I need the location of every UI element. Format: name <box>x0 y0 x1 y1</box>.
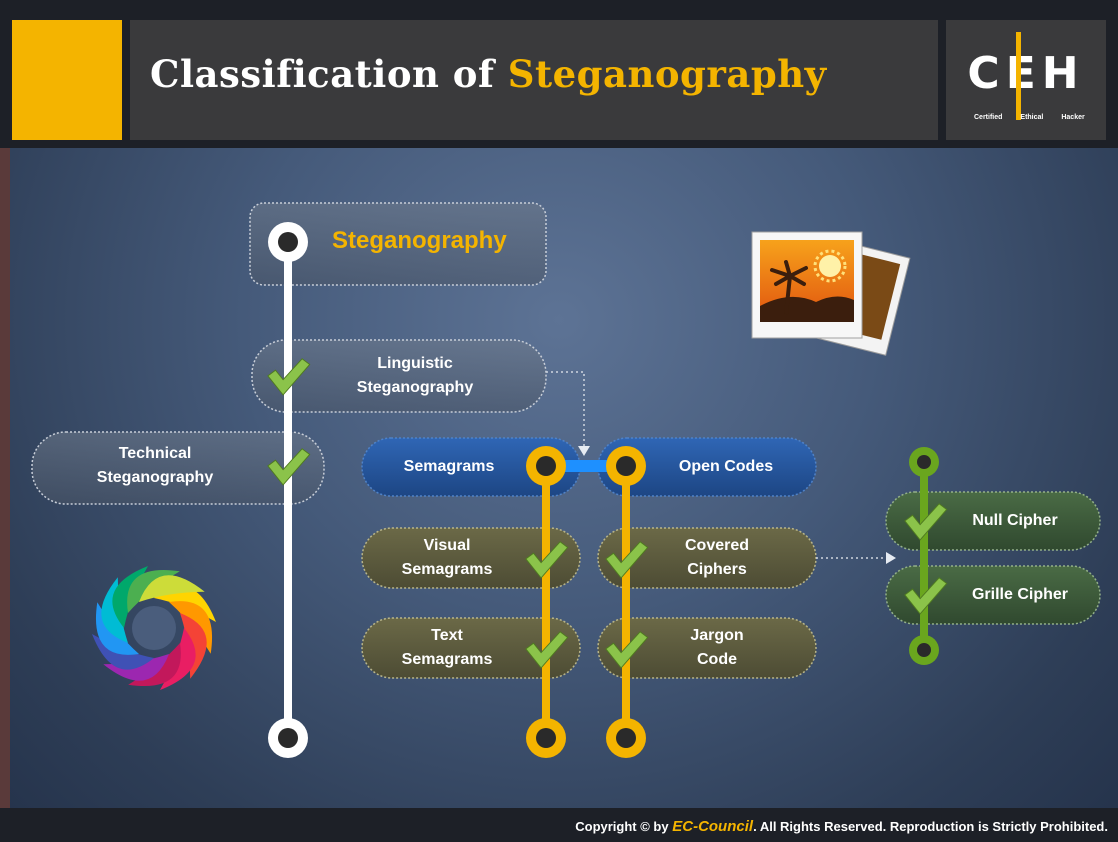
green-node-bottom-dot <box>917 643 931 657</box>
copyright-suffix: . All Rights Reserved. Reproduction is S… <box>753 819 1108 834</box>
white-node-bottom-dot <box>278 728 298 748</box>
logo-subtitle: Certified Ethical Hacker <box>974 114 1103 121</box>
footer-bar: Copyright © by EC-Council. All Rights Re… <box>0 808 1118 842</box>
text-semagrams-node-box[interactable] <box>361 617 581 679</box>
visual-semagrams-line2: Semagrams <box>401 561 493 578</box>
left-edge-strip <box>0 148 10 808</box>
text-semagrams-line1: Text <box>431 627 463 644</box>
check-icon-covered-ciphers <box>605 541 649 579</box>
steganography-node-box[interactable] <box>249 202 547 286</box>
yellow-node-semagrams-top-dot <box>536 456 556 476</box>
copyright-text: Copyright © by EC-Council. All Rights Re… <box>575 818 1108 835</box>
linguistic-node-box[interactable] <box>251 339 547 413</box>
ceh-logo: CEH Certified Ethical Hacker <box>946 20 1106 140</box>
white-node-top-dot <box>278 232 298 252</box>
color-wheel-icon <box>92 566 216 690</box>
logo-sub-ethical: Ethical <box>1020 114 1044 121</box>
linguistic-connector-arrow <box>578 446 590 456</box>
yellow-node-open-codes-bottom-dot <box>616 728 636 748</box>
title-prefix: Classification of <box>150 52 495 96</box>
title-box <box>130 20 938 140</box>
check-icon-technical <box>267 448 311 486</box>
linguistic-label-line2: Steganography <box>356 379 474 396</box>
copyright-prefix: Copyright © by <box>575 819 669 834</box>
grille-cipher-label: Grille Cipher <box>971 586 1069 603</box>
jargon-code-line2: Code <box>697 651 737 668</box>
jargon-code-node-box[interactable] <box>597 617 817 679</box>
check-icon-linguistic <box>267 358 311 396</box>
check-icon-grille-cipher <box>904 577 948 615</box>
open-codes-label: Open Codes <box>678 458 774 475</box>
visual-semagrams-line1: Visual <box>423 537 471 554</box>
logo-divider <box>1016 32 1021 120</box>
visual-semagrams-node-box[interactable] <box>361 527 581 589</box>
null-cipher-label: Null Cipher <box>972 512 1058 529</box>
technical-label-line2: Steganography <box>96 469 214 486</box>
check-icon-null-cipher <box>904 503 948 541</box>
logo-letters: CEH <box>967 48 1085 99</box>
title-highlight: Steganography <box>507 52 827 96</box>
green-node-top-dot <box>917 455 931 469</box>
semagrams-label: Semagrams <box>403 458 495 475</box>
photo-icon <box>751 231 911 356</box>
text-semagrams-line2: Semagrams <box>401 651 493 668</box>
steganography-label: Steganography <box>332 227 507 254</box>
logo-sub-hacker: Hacker <box>1061 114 1085 121</box>
check-icon-jargon-code <box>605 631 649 669</box>
technical-node-box[interactable] <box>31 431 325 505</box>
yellow-node-open-codes-top-dot <box>616 456 636 476</box>
yellow-node-semagrams-bottom-dot <box>536 728 556 748</box>
linguistic-label-line1: Linguistic <box>377 355 453 372</box>
covered-ciphers-line2: Ciphers <box>687 561 747 578</box>
ec-council-brand: EC-Council <box>672 818 754 835</box>
technical-label-line1: Technical <box>118 445 192 462</box>
page-title: Classification of Steganography <box>150 52 827 96</box>
semagrams-open-codes-link <box>564 460 608 472</box>
covered-ciphers-line1: Covered <box>684 537 750 554</box>
check-icon-text-semagrams <box>525 631 569 669</box>
logo-sub-certified: Certified <box>974 114 1003 121</box>
linguistic-connector <box>546 371 585 446</box>
jargon-code-line1: Jargon <box>690 627 744 644</box>
covered-ciphers-connector-arrow <box>886 552 896 564</box>
header-accent-block <box>12 20 122 140</box>
check-icon-visual-semagrams <box>525 541 569 579</box>
